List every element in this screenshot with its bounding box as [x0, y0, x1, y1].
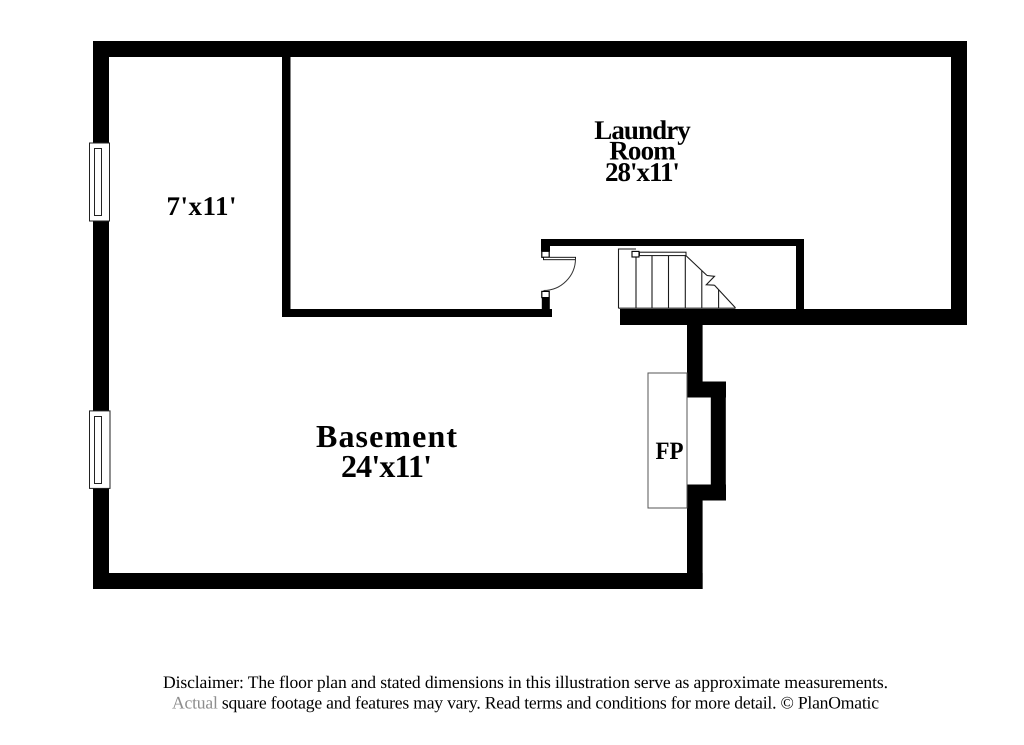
svg-text:24'x11': 24'x11' — [341, 448, 432, 484]
svg-text:FP: FP — [656, 438, 684, 465]
svg-text:28'x11': 28'x11' — [605, 157, 680, 187]
svg-text:7'x11': 7'x11' — [167, 191, 237, 221]
svg-text:Actual square footage and feat: Actual square footage and features may v… — [172, 693, 879, 713]
svg-text:Laundry: Laundry — [594, 115, 691, 145]
svg-text:Basement: Basement — [316, 418, 457, 454]
svg-text:Disclaimer: The floor plan and: Disclaimer: The floor plan and stated di… — [163, 672, 888, 692]
svg-text:Room: Room — [609, 136, 676, 166]
